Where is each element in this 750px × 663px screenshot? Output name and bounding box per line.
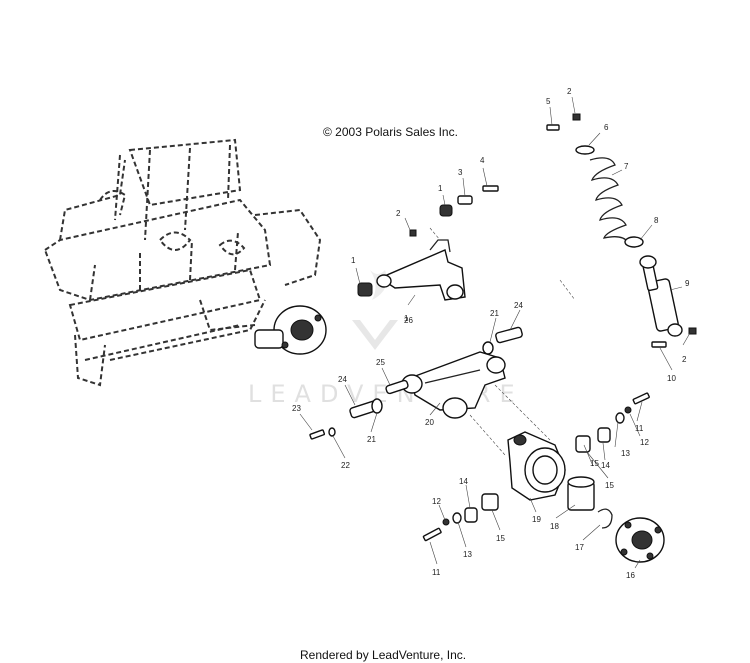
callout-5: 5 (546, 97, 551, 106)
snap-ring (597, 508, 613, 529)
callout-1c: 1 (351, 256, 356, 265)
callout-14a: 14 (601, 461, 610, 470)
callout-24a: 24 (338, 375, 347, 384)
callout-labels: 1 1 1 2 2 2 3 4 5 6 7 8 9 10 11 11 12 12… (292, 87, 690, 580)
callout-25: 25 (376, 358, 385, 367)
callout-1b: 1 (438, 184, 443, 193)
frame-hub-assembly (254, 305, 327, 355)
bolts (309, 124, 667, 542)
callout-7: 7 (624, 162, 629, 171)
spring-washer (624, 236, 644, 248)
callout-9: 9 (685, 279, 690, 288)
upper-control-arm (376, 239, 466, 301)
steering-knuckle (507, 431, 566, 501)
callout-24b: 24 (514, 301, 523, 310)
callout-15b: 15 (590, 459, 599, 468)
callout-16: 16 (626, 571, 635, 580)
alignment-lines (429, 227, 576, 456)
callout-18: 18 (550, 522, 559, 531)
callout-17: 17 (575, 543, 584, 552)
callout-10: 10 (667, 374, 676, 383)
callout-13b: 13 (463, 550, 472, 559)
callout-4: 4 (480, 156, 485, 165)
callout-12b: 12 (432, 497, 441, 506)
leader-lines (299, 96, 691, 569)
callout-14b: 14 (459, 477, 468, 486)
callout-11a: 11 (635, 424, 644, 433)
callout-22: 22 (341, 461, 350, 470)
callout-21b: 21 (367, 435, 376, 444)
callout-2b: 2 (567, 87, 572, 96)
coil-spring (589, 157, 629, 243)
callout-26: 26 (404, 316, 413, 325)
callout-20: 20 (425, 418, 434, 427)
callout-2c: 2 (682, 355, 687, 364)
spring-retainer (575, 145, 595, 155)
shock-absorber (639, 255, 683, 337)
callout-21a: 21 (490, 309, 499, 318)
callout-23: 23 (292, 404, 301, 413)
callout-15c: 15 (496, 534, 505, 543)
callout-3: 3 (458, 168, 463, 177)
bushings-and-washers (328, 113, 697, 526)
copyright-text: © 2003 Polaris Sales Inc. (323, 125, 458, 139)
callout-13a: 13 (621, 449, 630, 458)
callout-6: 6 (604, 123, 609, 132)
wheel-hub (615, 517, 665, 563)
wheel-bearing (567, 476, 595, 511)
vehicle-frame-outline (43, 138, 322, 387)
callout-8: 8 (654, 216, 659, 225)
callout-2a: 2 (396, 209, 401, 218)
callout-15a: 15 (605, 481, 614, 490)
footer-credit: Rendered by LeadVenture, Inc. (300, 648, 466, 662)
lower-control-arm (401, 351, 506, 419)
callout-19: 19 (532, 515, 541, 524)
callout-11b: 11 (432, 568, 441, 577)
callout-1a: 1 (404, 314, 409, 323)
callout-12a: 12 (640, 438, 649, 447)
